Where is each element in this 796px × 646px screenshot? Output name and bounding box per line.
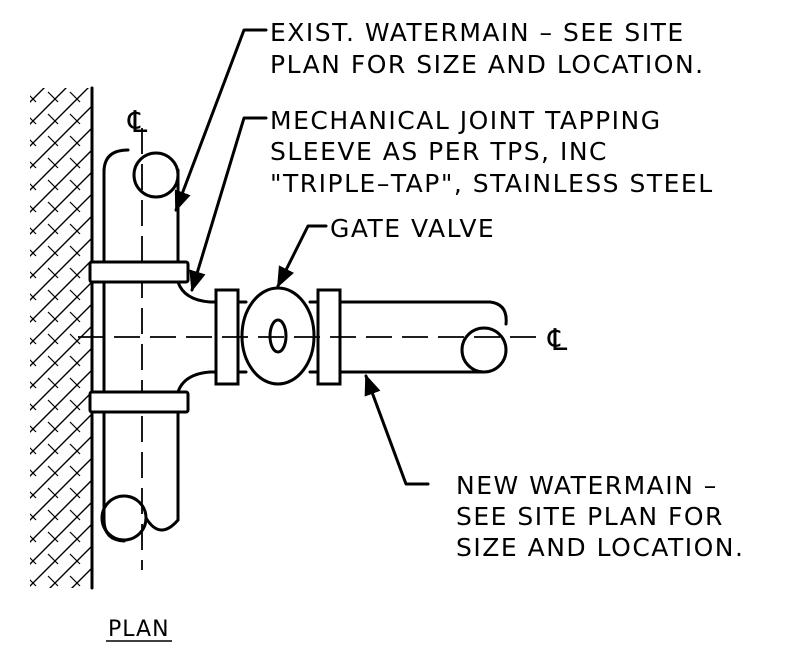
centerline-symbol-vertical: ℄ (127, 105, 147, 140)
gate-valve (236, 286, 320, 386)
leader-gate-valve (276, 224, 328, 288)
label-gate-valve: GATE VALVE (330, 214, 495, 243)
label-new-watermain-line3: SIZE AND LOCATION. (456, 533, 744, 562)
plan-title: PLAN (108, 617, 170, 642)
new-watermain (338, 300, 508, 374)
label-tapping-sleeve-line1: MECHANICAL JOINT TAPPING (270, 106, 662, 135)
sleeve-band-bottom (88, 390, 190, 414)
label-tapping-sleeve-line3: "TRIPLE–TAP", STAINLESS STEEL (270, 169, 714, 198)
soil-hatch (30, 88, 92, 588)
centerline-symbol-horizontal: ℄ (547, 323, 567, 358)
leader-tapping-sleeve (189, 116, 268, 293)
sleeve-band-top (88, 260, 190, 284)
label-tapping-sleeve-line2: SLEEVE AS PER TPS, INC (270, 137, 608, 166)
leader-exist-watermain (174, 28, 268, 212)
label-new-watermain-line1: NEW WATERMAIN – (456, 471, 718, 500)
label-new-watermain-line2: SEE SITE PLAN FOR (456, 502, 724, 531)
label-exist-watermain-line2: PLAN FOR SIZE AND LOCATION. (270, 50, 705, 79)
tee-outlet (176, 280, 220, 394)
label-exist-watermain-line1: EXIST. WATERMAIN – SEE SITE (270, 18, 685, 47)
leader-new-watermain (364, 374, 430, 486)
existing-watermain (100, 148, 180, 543)
